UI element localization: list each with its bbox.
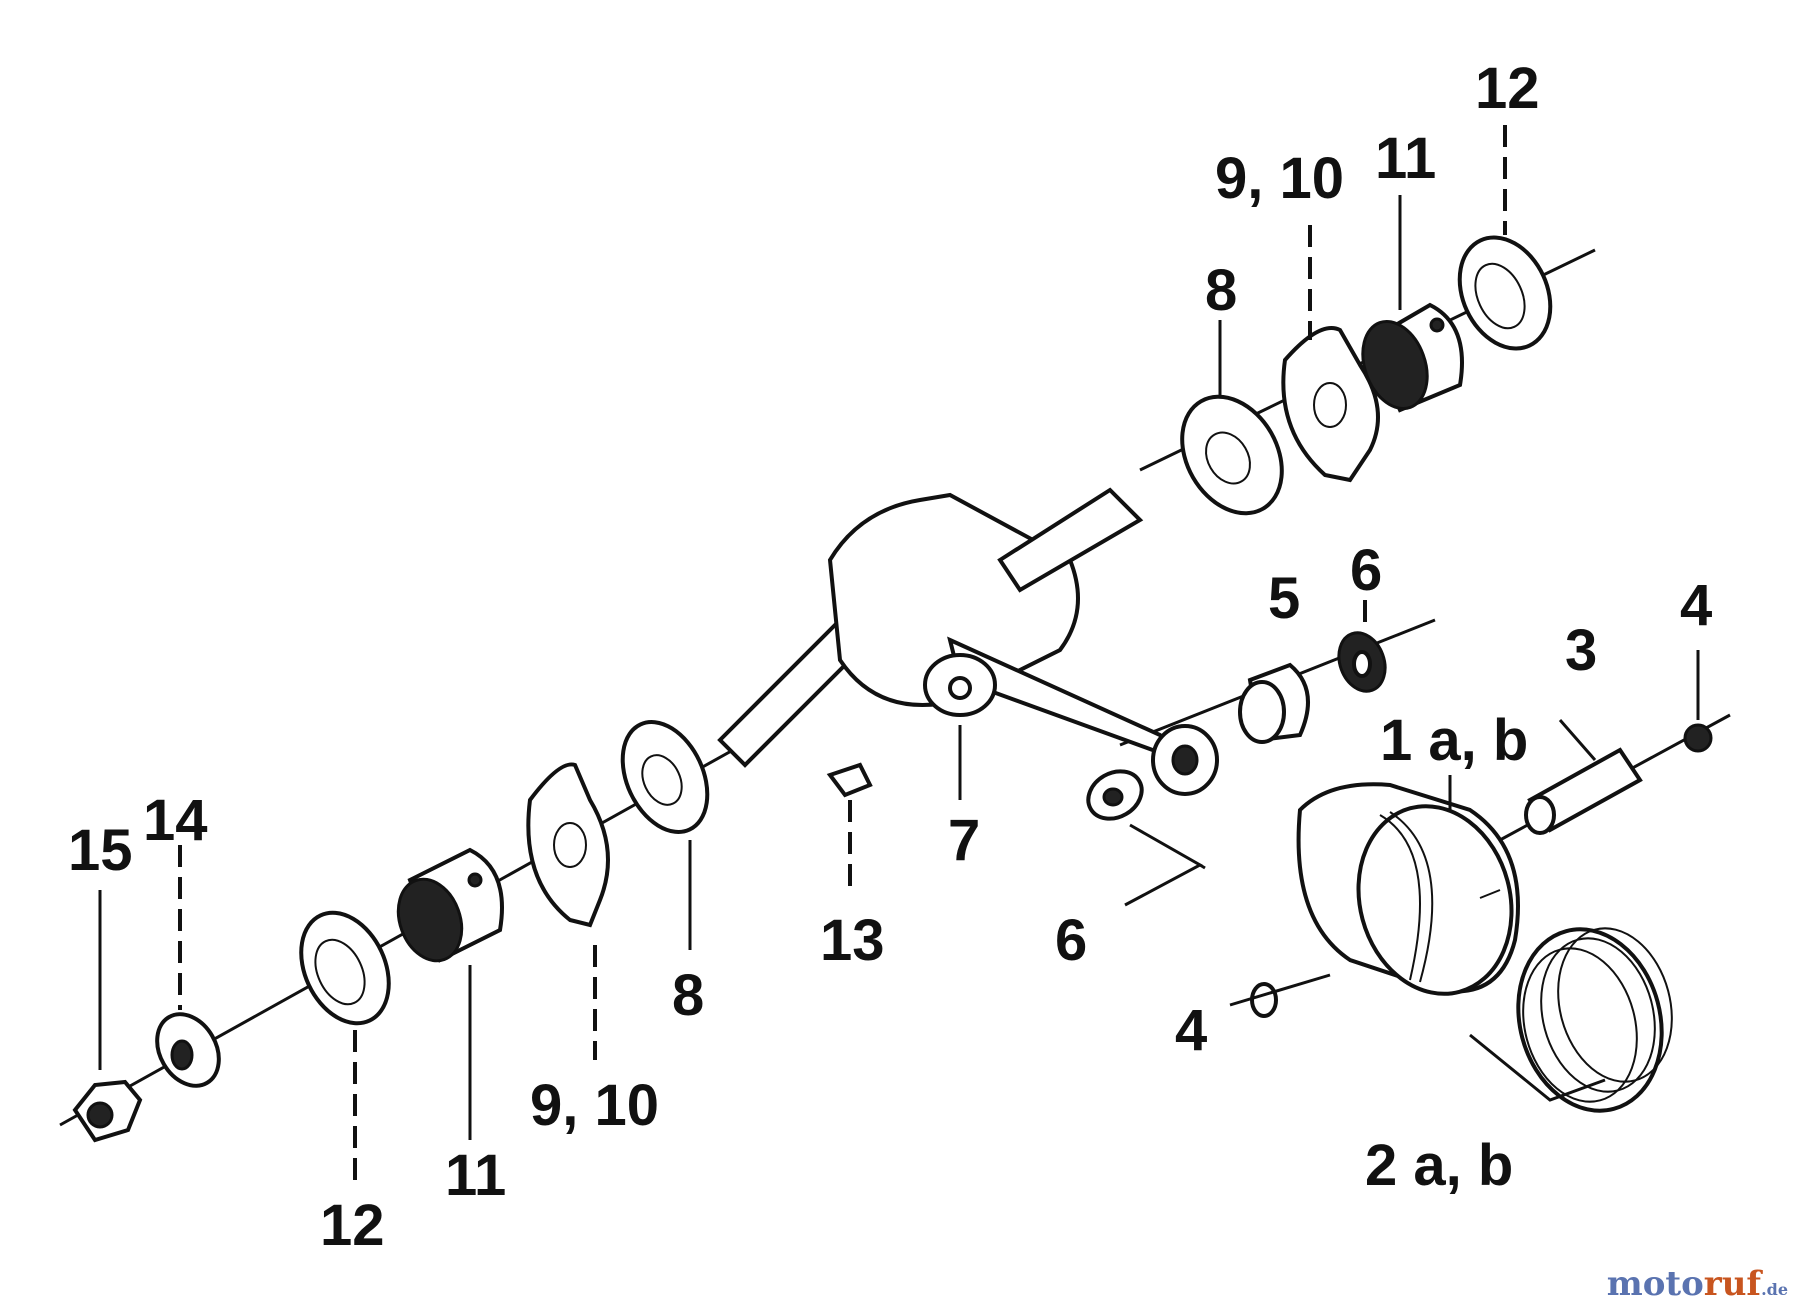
part-8-washer-right xyxy=(1180,394,1284,516)
part-3-piston-pin xyxy=(1524,747,1643,835)
leader-6-lower-b xyxy=(1199,863,1206,870)
part-13-key xyxy=(826,762,873,798)
label-13: 13 xyxy=(820,908,885,973)
part-15-nut xyxy=(72,1079,143,1143)
part-4-circlip-right xyxy=(1683,723,1713,753)
leader-6-lower xyxy=(1124,823,1204,907)
label-6-lower: 6 xyxy=(1055,908,1087,973)
part-9-10-shim-left xyxy=(526,762,610,928)
label-12-left: 12 xyxy=(320,1193,385,1258)
label-6-upper: 6 xyxy=(1350,538,1382,603)
part-11-bearing-right xyxy=(1361,302,1464,413)
label-14: 14 xyxy=(143,788,208,853)
part-12-seal-left xyxy=(299,910,391,1026)
part-2-piston-rings xyxy=(1516,927,1673,1113)
label-4-left: 4 xyxy=(1175,998,1207,1063)
watermark-part-3: .de xyxy=(1761,1280,1788,1299)
leader-4-left xyxy=(1229,973,1331,1007)
part-11-bearing-left xyxy=(396,847,504,963)
watermark-part-2: ruf xyxy=(1703,1264,1762,1304)
part-1-piston xyxy=(1296,782,1520,996)
label-12-right: 12 xyxy=(1475,56,1540,121)
part-12-seal-right xyxy=(1457,235,1553,351)
leader-2 xyxy=(1469,1033,1606,1102)
label-2: 2 a, b xyxy=(1365,1133,1513,1198)
label-7: 7 xyxy=(948,808,980,873)
label-5: 5 xyxy=(1268,566,1300,631)
label-11-left: 11 xyxy=(445,1143,506,1208)
part-7-crankshaft xyxy=(717,487,1219,796)
part-14-washer xyxy=(155,1012,221,1088)
part-4-circlip-left xyxy=(1250,982,1278,1018)
label-4-right: 4 xyxy=(1680,573,1712,638)
part-5-needle-bearing xyxy=(1238,662,1310,744)
watermark-logo: motoruf.de xyxy=(1607,1264,1788,1304)
label-8-right: 8 xyxy=(1205,258,1237,323)
part-6-washer-lower xyxy=(1086,769,1144,821)
label-3: 3 xyxy=(1565,618,1597,683)
label-1: 1 a, b xyxy=(1380,708,1528,773)
part-6-washer-upper xyxy=(1337,631,1387,693)
leader-3 xyxy=(1558,719,1597,761)
label-9-10-right: 9, 10 xyxy=(1215,146,1344,211)
label-15: 15 xyxy=(68,818,133,883)
label-9-10-left: 9, 10 xyxy=(530,1073,659,1138)
watermark-part-1: moto xyxy=(1606,1264,1704,1304)
part-8-washer-left xyxy=(620,720,710,834)
label-8-left: 8 xyxy=(672,963,704,1028)
part-9-10-shim-right xyxy=(1281,326,1380,483)
label-11-right: 11 xyxy=(1375,126,1436,191)
